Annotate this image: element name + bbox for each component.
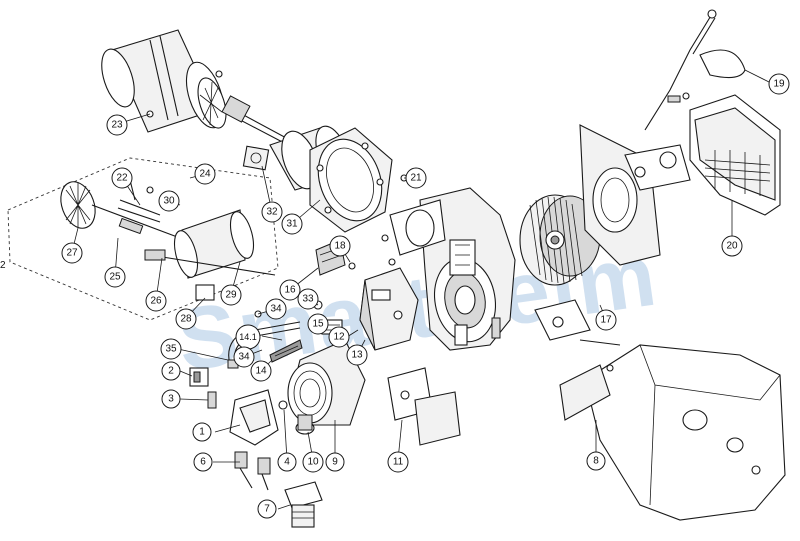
hose-fittings — [234, 451, 271, 491]
callout-29: 29 — [220, 284, 242, 306]
svg-text:18: 18 — [334, 241, 346, 252]
solenoid-valve-stem — [207, 391, 217, 409]
svg-text:21: 21 — [410, 173, 422, 184]
callout-4: 4 — [277, 452, 297, 472]
svg-text:34: 34 — [270, 304, 282, 315]
svg-text:19: 19 — [773, 79, 785, 90]
burner-housing — [389, 187, 516, 351]
callout-2: 2 — [161, 361, 181, 381]
svg-text:15: 15 — [312, 319, 324, 330]
air-intake-cover — [689, 94, 781, 216]
svg-text:9: 9 — [332, 457, 338, 468]
control-box — [359, 267, 419, 351]
callout-22: 22 — [111, 167, 133, 189]
svg-text:25: 25 — [109, 272, 121, 283]
svg-text:35: 35 — [165, 344, 177, 355]
svg-text:14.1: 14.1 — [239, 332, 257, 342]
callout-32: 32 — [261, 201, 283, 223]
oil-pump — [229, 389, 288, 446]
callout-14: 14 — [250, 360, 272, 382]
svg-text:14: 14 — [255, 366, 267, 377]
burner-flange — [309, 127, 393, 233]
svg-text:13: 13 — [351, 350, 363, 361]
svg-text:12: 12 — [333, 332, 345, 343]
callout-9: 9 — [325, 452, 345, 472]
callout-1: 1 — [192, 422, 212, 442]
svg-text:1: 1 — [199, 427, 205, 438]
head-kit-boundary — [7, 157, 279, 321]
callout-35: 35 — [160, 338, 182, 360]
callout-12: 12 — [328, 326, 350, 348]
svg-text:28: 28 — [180, 314, 192, 325]
callout-24: 24 — [194, 163, 216, 185]
callout-7: 7 — [257, 499, 277, 519]
svg-text:23: 23 — [111, 120, 123, 131]
solenoid-valve-coil — [189, 367, 209, 387]
svg-text:27: 27 — [66, 248, 78, 259]
nozzle-line-shaft — [144, 249, 276, 301]
callout-3: 3 — [161, 389, 181, 409]
svg-text:3: 3 — [168, 394, 174, 405]
air-damper-linkage — [644, 9, 746, 131]
oil-filter — [284, 481, 323, 528]
callout-10: 10 — [302, 451, 324, 473]
callout-31: 31 — [281, 213, 303, 235]
svg-text:31: 31 — [286, 219, 298, 230]
svg-text:30: 30 — [163, 196, 175, 207]
svg-text:33: 33 — [302, 294, 314, 305]
svg-text:8: 8 — [593, 456, 599, 467]
svg-text:17: 17 — [600, 315, 612, 326]
callout-28: 28 — [175, 308, 197, 330]
callout-15: 15 — [307, 313, 329, 335]
burner-cover — [559, 344, 786, 521]
callout-25: 25 — [104, 266, 126, 288]
callout-11: 11 — [387, 451, 409, 473]
photocell — [269, 339, 303, 363]
callout-30: 30 — [158, 190, 180, 212]
callout-34-a: 34 — [265, 298, 287, 320]
svg-text:26: 26 — [150, 296, 162, 307]
mounting-bracket — [534, 299, 621, 372]
svg-text:32: 32 — [266, 207, 278, 218]
svg-text:6: 6 — [200, 457, 206, 468]
callout-27: 27 — [61, 242, 83, 264]
svg-text:22: 22 — [116, 173, 128, 184]
callout-18: 18 — [329, 235, 351, 257]
callout-20: 20 — [721, 235, 743, 257]
svg-text:16: 16 — [284, 285, 296, 296]
svg-text:29: 29 — [225, 290, 237, 301]
capacitor-box — [387, 367, 461, 446]
svg-text:7: 7 — [264, 504, 270, 515]
svg-text:24: 24 — [199, 169, 211, 180]
svg-text:10: 10 — [307, 457, 319, 468]
callout-17: 17 — [595, 309, 617, 331]
callout-23: 23 — [106, 114, 128, 136]
callout-19: 19 — [768, 73, 790, 95]
svg-text:11: 11 — [393, 457, 404, 468]
callout-21: 21 — [405, 167, 427, 189]
air-tube — [173, 209, 255, 279]
callout-14-1: 14.1 — [235, 324, 261, 350]
svg-text:34: 34 — [238, 352, 250, 363]
svg-text:2: 2 — [168, 366, 174, 377]
callout-13: 13 — [346, 344, 368, 366]
callout-26: 26 — [145, 290, 167, 312]
svg-text:20: 20 — [726, 241, 738, 252]
callout-16: 16 — [279, 279, 301, 301]
svg-text:4: 4 — [284, 457, 290, 468]
edge-text: 2 — [0, 260, 6, 271]
blast-tube-assembly — [101, 29, 291, 147]
callout-6: 6 — [193, 452, 213, 472]
callout-33: 33 — [297, 288, 319, 310]
callout-34-b: 34 — [233, 346, 255, 368]
callout-8: 8 — [586, 451, 606, 471]
diffuser-disc — [60, 181, 181, 239]
screws — [146, 174, 761, 475]
air-inlet-housing — [579, 124, 691, 266]
